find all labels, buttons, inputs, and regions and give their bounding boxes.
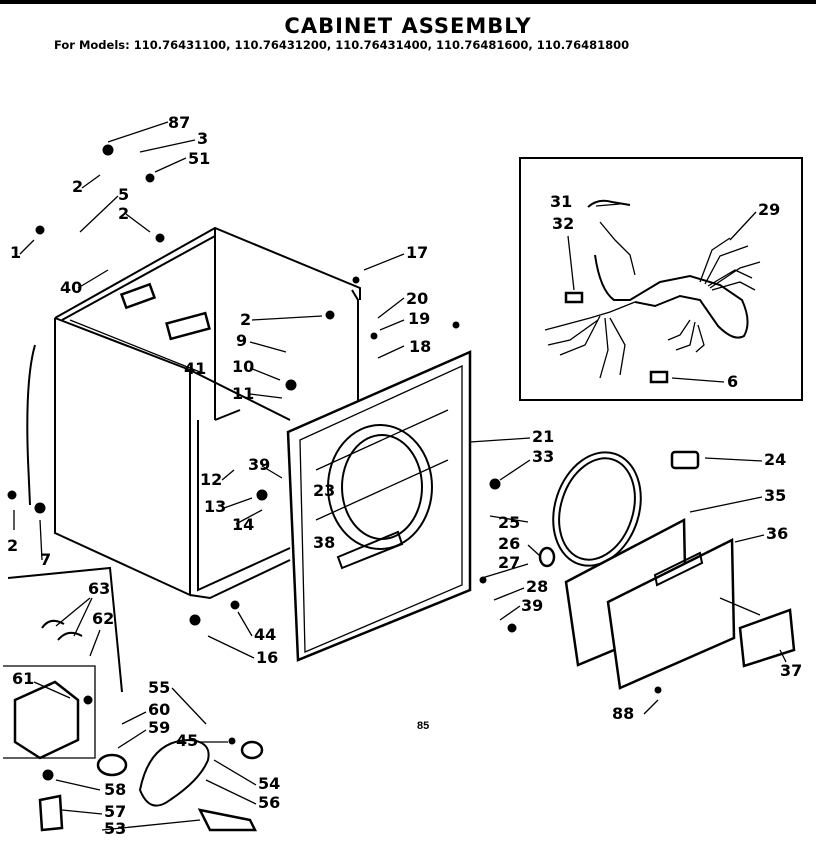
callout-c62: 62 xyxy=(92,609,114,628)
callout-c25: 25 xyxy=(498,513,520,532)
callout-c16: 16 xyxy=(256,648,278,667)
callout-c9: 9 xyxy=(236,331,247,350)
callout-c2d: 2 xyxy=(7,536,18,555)
callout-c58: 58 xyxy=(104,780,126,799)
callout-c2a: 2 xyxy=(72,177,83,196)
callout-c5: 5 xyxy=(118,185,129,204)
callout-c20: 20 xyxy=(406,289,428,308)
callout-c13: 13 xyxy=(204,497,226,516)
callout-c23: 23 xyxy=(313,481,335,500)
callout-c3: 3 xyxy=(197,129,208,148)
top-rule xyxy=(0,0,816,4)
callout-c44: 44 xyxy=(254,625,276,644)
callout-c10: 10 xyxy=(232,357,254,376)
callout-c60: 60 xyxy=(148,700,170,719)
callout-c38: 38 xyxy=(313,533,335,552)
callout-c28: 28 xyxy=(526,577,548,596)
callout-c27: 27 xyxy=(498,553,520,572)
door-assembly xyxy=(538,450,796,690)
cabinet-body xyxy=(26,226,361,600)
page-title: CABINET ASSEMBLY xyxy=(284,14,532,38)
callout-c53: 53 xyxy=(104,819,126,838)
callout-c39a: 39 xyxy=(248,455,270,474)
callout-c37: 37 xyxy=(780,661,802,680)
callout-c26: 26 xyxy=(498,534,520,553)
callout-c12: 12 xyxy=(200,470,222,489)
callout-c7: 7 xyxy=(40,550,51,569)
callout-c19: 19 xyxy=(408,309,430,328)
model-list: For Models: 110.76431100, 110.76431200, … xyxy=(54,38,630,52)
callout-c40: 40 xyxy=(60,278,82,297)
callout-c88: 88 xyxy=(612,704,634,723)
callout-c61: 61 xyxy=(12,669,34,688)
callout-c33: 33 xyxy=(532,447,554,466)
callout-c17: 17 xyxy=(406,243,428,262)
callout-c1: 1 xyxy=(10,243,21,262)
callout-c31: 31 xyxy=(550,192,572,211)
page-code: 85 xyxy=(417,720,430,732)
callout-c14: 14 xyxy=(232,515,254,534)
callout-c54: 54 xyxy=(258,774,280,793)
hardware-fasteners xyxy=(7,144,662,781)
callout-c32: 32 xyxy=(552,214,574,233)
callout-c36: 36 xyxy=(766,524,788,543)
callout-c45: 45 xyxy=(176,731,198,750)
callout-c35: 35 xyxy=(764,486,786,505)
callout-c51: 51 xyxy=(188,149,210,168)
wire-harness-inset xyxy=(519,157,803,401)
callout-c29: 29 xyxy=(758,200,780,219)
callout-c56: 56 xyxy=(258,793,280,812)
callout-c2c: 2 xyxy=(240,310,251,329)
callout-c63: 63 xyxy=(88,579,110,598)
callout-c55: 55 xyxy=(148,678,170,697)
callout-c57: 57 xyxy=(104,802,126,821)
callout-c11: 11 xyxy=(232,384,254,403)
callout-c24: 24 xyxy=(764,450,786,469)
callout-c87: 87 xyxy=(168,113,190,132)
callout-c21: 21 xyxy=(532,427,554,446)
callout-c59: 59 xyxy=(148,718,170,737)
callout-c6: 6 xyxy=(727,372,738,391)
callout-c41: 41 xyxy=(184,359,206,378)
callout-c2b: 2 xyxy=(118,204,129,223)
leader-lines xyxy=(13,121,787,831)
motor-group xyxy=(3,566,264,832)
front-panel xyxy=(286,350,472,662)
callout-c18: 18 xyxy=(409,337,431,356)
callout-c39b: 39 xyxy=(521,596,543,615)
